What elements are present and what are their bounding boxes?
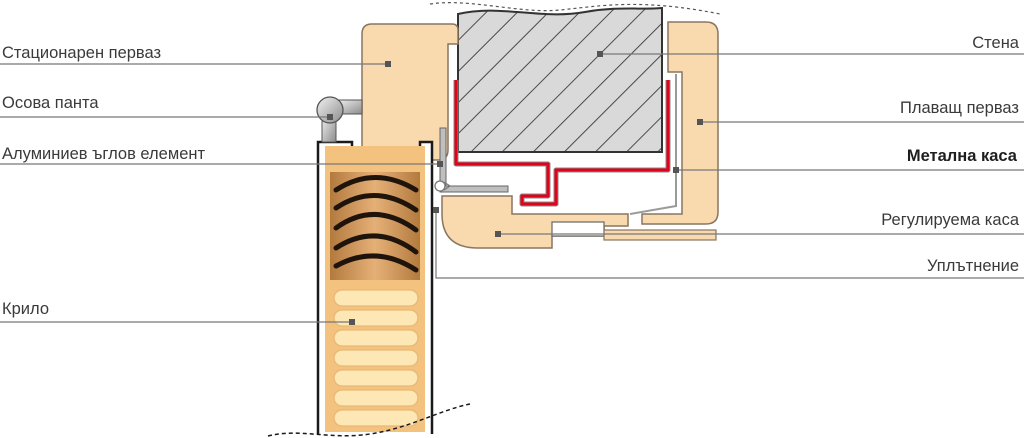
label-seal: Уплътнение xyxy=(927,257,1019,275)
label-stationary-frame: Стационарен перваз xyxy=(2,44,161,62)
label-leaf: Крило xyxy=(2,300,49,318)
aluminium-corner-element xyxy=(439,127,509,193)
hinge-icon xyxy=(316,96,363,143)
leader-lines xyxy=(0,51,1024,325)
seal-icon xyxy=(434,180,452,192)
label-floating-frame: Плаващ перваз xyxy=(900,99,1019,117)
wall xyxy=(429,2,721,153)
floating-frame xyxy=(641,21,719,225)
metal-frame xyxy=(453,74,677,215)
adjustable-frame-tongue xyxy=(551,221,717,241)
label-axis-hinge: Осова панта xyxy=(2,94,99,112)
door-leaf xyxy=(267,140,471,437)
label-metal-frame: Метална каса xyxy=(907,147,1018,165)
label-wall: Стена xyxy=(972,34,1020,52)
label-aluminium-corner: Алуминиев ъглов елемент xyxy=(2,145,205,163)
label-adjustable-frame: Регулируема каса xyxy=(881,211,1020,229)
stationary-frame xyxy=(361,23,459,161)
labels: Стационарен перваз Осова панта Алуминиев… xyxy=(2,34,1020,318)
